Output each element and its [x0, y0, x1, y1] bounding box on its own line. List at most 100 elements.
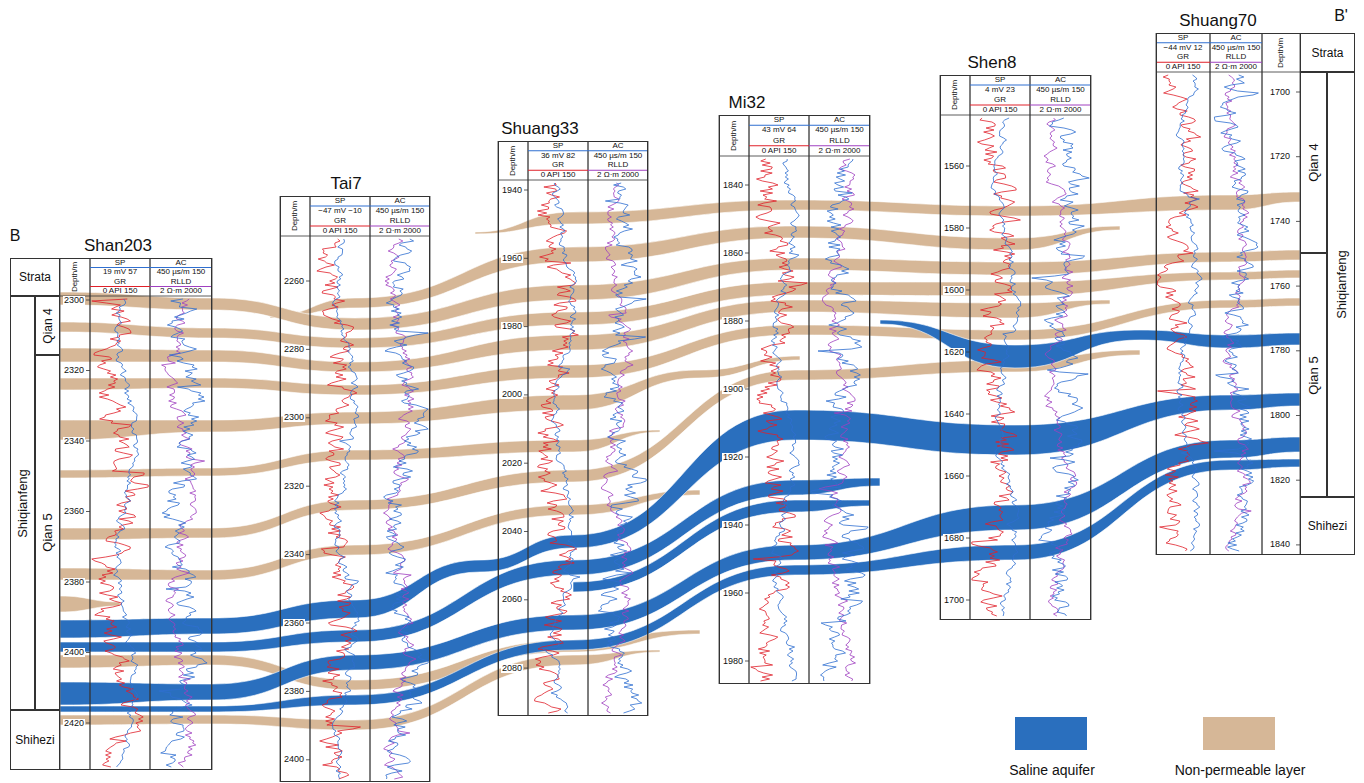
depth-header: Depth/m — [951, 80, 959, 110]
depth-tick — [306, 486, 310, 487]
depth-value: 1880 — [722, 317, 744, 326]
well-log-panel: Shuang33 — [498, 141, 648, 716]
legend-swatch — [1203, 717, 1275, 750]
header-line — [940, 115, 1091, 116]
depth-tick — [524, 394, 528, 395]
track-line — [90, 258, 91, 770]
strata-cell: Shihezi — [1300, 497, 1355, 555]
curve-scale: 2 Ω·m 2000 — [819, 147, 861, 155]
log-curve — [598, 183, 646, 713]
curve-scale: RLLD — [608, 161, 628, 169]
depth-value: 1860 — [722, 249, 744, 258]
log-curve — [811, 159, 868, 681]
log-curve — [317, 239, 361, 779]
log-curve — [991, 118, 1021, 616]
strata-cell: Strata — [10, 258, 60, 296]
track-line — [809, 115, 810, 684]
strata-name: Qian 4 — [41, 308, 55, 343]
depth-tick — [86, 511, 90, 512]
depth-value: 1840 — [722, 181, 744, 190]
depth-value: 1700 — [1269, 88, 1291, 97]
well-name: Mi32 — [729, 93, 766, 113]
header-line — [498, 180, 648, 181]
well-name: Shan203 — [84, 236, 152, 256]
curve-scale: GR — [1177, 53, 1189, 61]
depth-value: 1840 — [1269, 540, 1291, 549]
depth-value: 1940 — [722, 521, 744, 530]
log-curve — [159, 299, 207, 767]
strata-name: Qian 5 — [40, 513, 55, 551]
curve-scale: 2 Ω·m 2000 — [379, 227, 421, 235]
depth-value: 1680 — [943, 534, 965, 543]
log-curve — [535, 183, 579, 713]
track-line — [528, 141, 529, 716]
depth-value: 1780 — [1269, 346, 1291, 355]
depth-value: 1940 — [501, 186, 523, 195]
curve-scale: 0 API 150 — [1166, 63, 1201, 71]
curve-scale: RLLD — [1226, 53, 1246, 61]
strata-cell: Shihezi — [10, 710, 60, 770]
log-curve — [384, 239, 417, 779]
depth-value: 1960 — [722, 589, 744, 598]
curve-scale: 0 API 150 — [323, 227, 358, 235]
depth-value: 2300 — [283, 413, 305, 422]
depth-tick — [966, 290, 970, 291]
log-curve — [92, 299, 148, 767]
track-line — [370, 196, 371, 782]
depth-tick — [306, 691, 310, 692]
log-curve — [1176, 75, 1202, 551]
depth-value: 2360 — [63, 507, 85, 516]
curve-scale: AC — [175, 259, 186, 267]
depth-header: Depth/m — [509, 145, 517, 175]
depth-tick — [745, 321, 749, 322]
track-line — [1262, 33, 1263, 555]
strata-name: Shiqianfeng — [15, 469, 30, 538]
curve-scale: 43 mV 64 — [762, 126, 796, 134]
depth-tick — [745, 457, 749, 458]
depth-tick — [86, 723, 90, 724]
legend-swatch — [1015, 717, 1087, 750]
curve-scale: AC — [394, 197, 405, 205]
depth-value: 2380 — [63, 578, 85, 587]
depth-value: 1620 — [943, 348, 965, 357]
well-name: Shen8 — [967, 53, 1016, 73]
depth-tick — [524, 531, 528, 532]
depth-tick — [745, 661, 749, 662]
depth-value: 2280 — [283, 345, 305, 354]
track-line — [150, 258, 151, 770]
well-log-panel: Mi32 — [719, 115, 870, 684]
depth-tick — [966, 414, 970, 415]
depth-header: Depth/m — [291, 201, 299, 231]
strata-name: Qian 4 — [1306, 143, 1321, 181]
curve-scale: GR — [773, 137, 785, 145]
depth-tick — [306, 554, 310, 555]
curve-scale: SP — [335, 197, 346, 205]
depth-tick — [745, 185, 749, 186]
curve-scale: 2 Ω·m 2000 — [1215, 63, 1257, 71]
curve-scale: SP — [1178, 34, 1189, 42]
track-line — [588, 141, 589, 716]
saline-aquifer — [60, 478, 880, 652]
curve-scale: AC — [1055, 76, 1066, 84]
depth-value: 2080 — [501, 664, 523, 673]
depth-value: 2320 — [63, 366, 85, 375]
curve-scale: 19 mV 57 — [103, 268, 137, 276]
curve-scale: 0 API 150 — [983, 106, 1018, 114]
depth-tick — [745, 593, 749, 594]
depth-tick — [86, 582, 90, 583]
curve-scale: 2 Ω·m 2000 — [1040, 106, 1082, 114]
log-curve — [114, 299, 139, 767]
track-line — [310, 196, 311, 782]
depth-value: 1960 — [501, 254, 523, 263]
depth-value: 1740 — [1269, 217, 1291, 226]
saline-aquifer — [60, 459, 1300, 712]
log-curve — [751, 159, 807, 681]
curve-scale: SP — [553, 142, 564, 150]
legend-text: Saline aquifer — [1009, 763, 1095, 777]
curve-scale: RLLD — [171, 278, 191, 286]
log-curve — [384, 239, 429, 779]
depth-value: 1600 — [943, 286, 965, 295]
curve-scale: 4 mV 23 — [985, 86, 1015, 94]
depth-tick — [524, 463, 528, 464]
section-end: B — [10, 228, 21, 244]
